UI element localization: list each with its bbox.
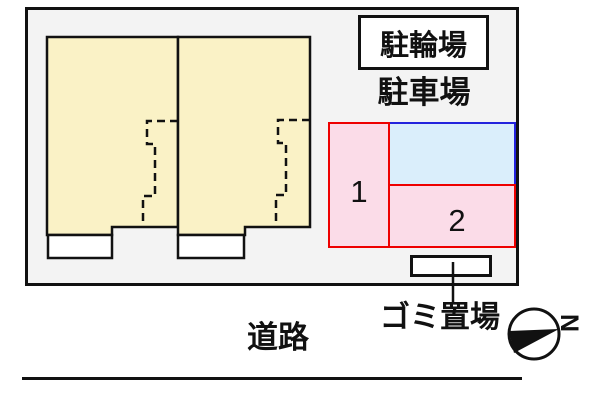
parking-space-1-number: 1 [350, 173, 368, 209]
compass-icon [507, 307, 561, 361]
parking-space-1: 1 [328, 122, 390, 248]
compass-north-label: N [555, 313, 584, 333]
bicycle-parking-box: 駐輪場 [358, 15, 489, 70]
garbage-label: ゴミ置場 [380, 301, 500, 334]
parking-space-2: 2 [388, 184, 516, 248]
garbage-box [410, 255, 492, 277]
compass-needle-icon [509, 329, 559, 353]
parking-space-2-number: 2 [448, 202, 466, 238]
bicycle-parking-label: 駐輪場 [379, 29, 467, 62]
road-line [22, 377, 522, 380]
parking-space-blue [388, 122, 516, 186]
car-parking-label: 駐車場 [377, 75, 471, 110]
road-label: 道路 [247, 320, 309, 355]
